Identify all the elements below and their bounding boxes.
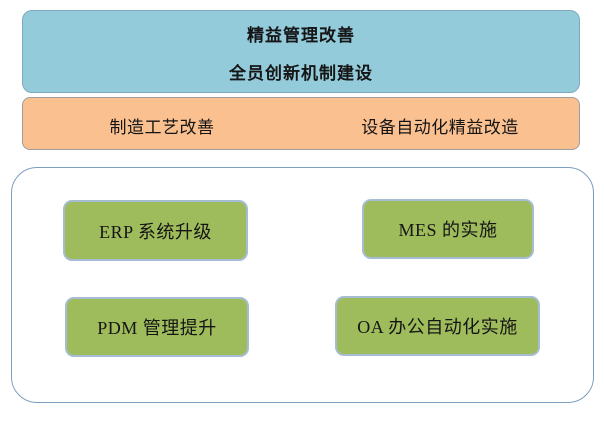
erp-upgrade-box: ERP 系统升级: [63, 200, 248, 261]
pdm-management-box: PDM 管理提升: [65, 297, 249, 357]
process-improvement-box: 制造工艺改善 设备自动化精益改造: [22, 97, 580, 150]
manufacturing-process-label: 制造工艺改善: [109, 118, 215, 137]
mes-implementation-box: MES 的实施: [362, 199, 534, 259]
equipment-automation-label: 设备自动化精益改造: [361, 118, 519, 137]
pdm-management-label: PDM 管理提升: [97, 318, 217, 338]
lean-management-box: 精益管理改善 全员创新机制建设: [22, 10, 580, 93]
oa-automation-label: OA 办公自动化实施: [357, 317, 518, 337]
mes-implementation-label: MES 的实施: [398, 220, 498, 240]
innovation-mechanism-title: 全员创新机制建设: [229, 64, 373, 83]
erp-upgrade-label: ERP 系统升级: [99, 221, 212, 242]
lean-management-title: 精益管理改善: [247, 26, 355, 45]
oa-automation-box: OA 办公自动化实施: [335, 296, 540, 356]
